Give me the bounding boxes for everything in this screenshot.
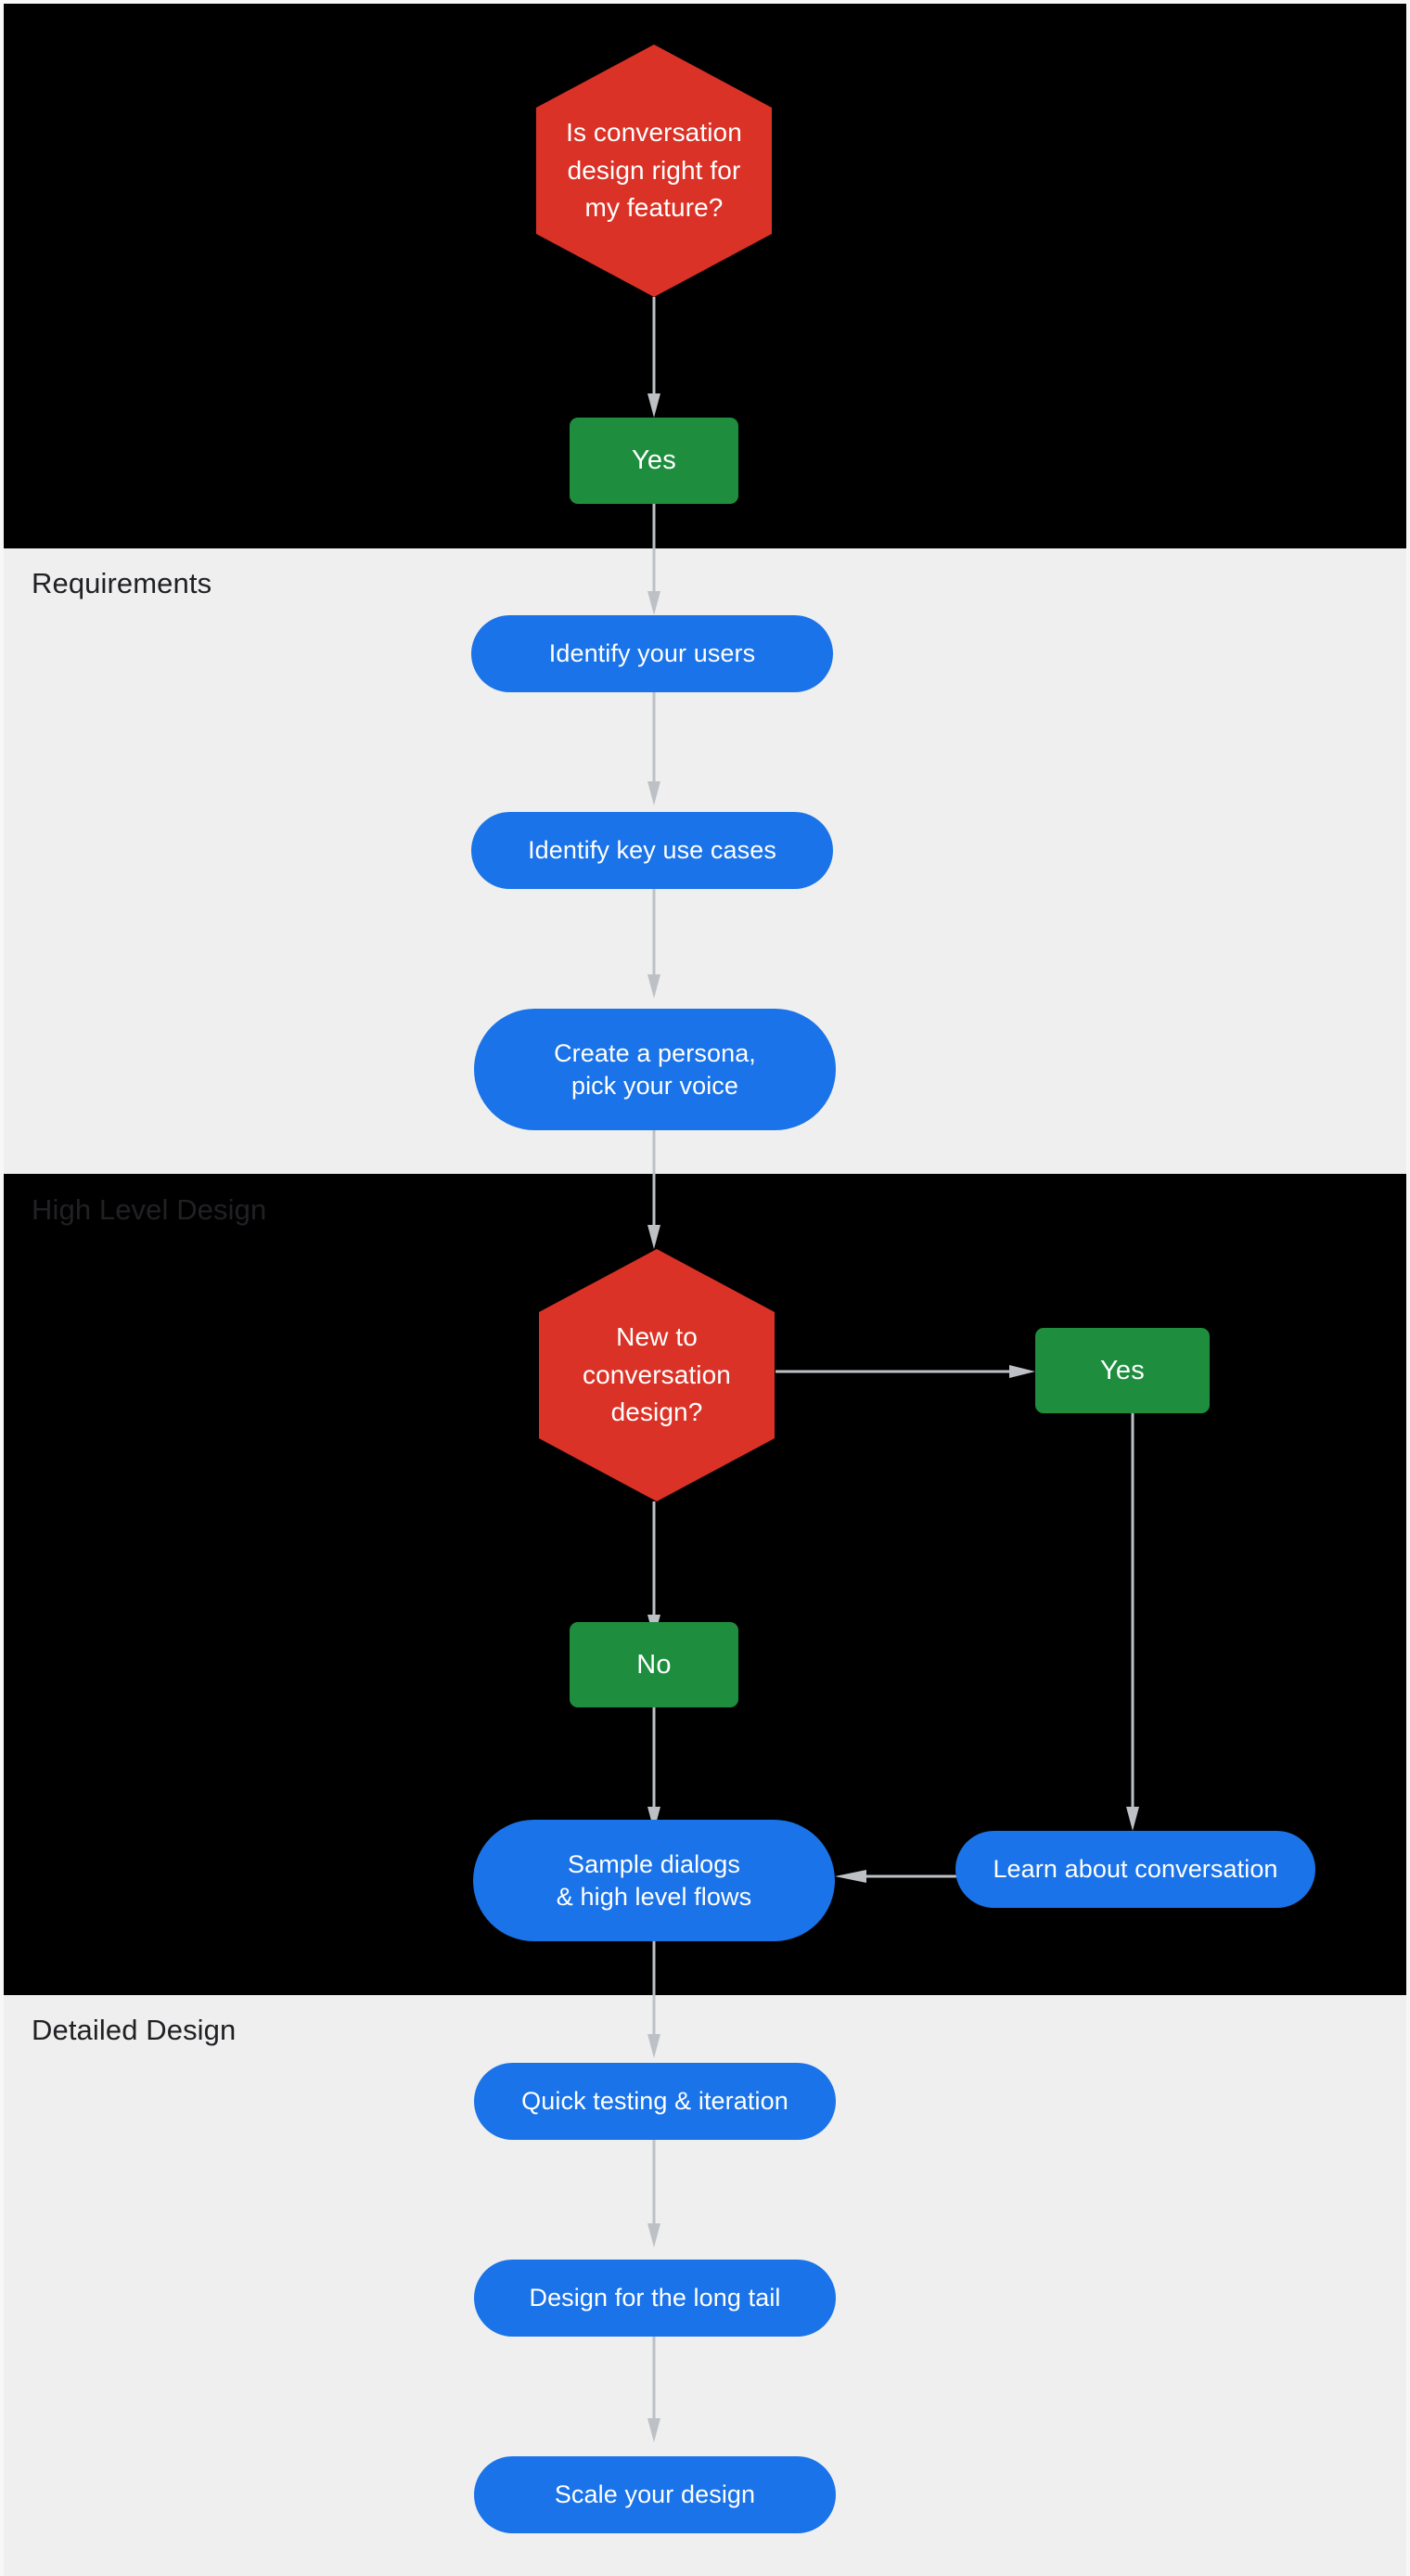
section-title-high-level-design: High Level Design	[32, 1193, 267, 1226]
sample-dialogs-line1: Sample dialogs	[567, 1849, 740, 1878]
edge-identify-users-to-use-cases	[644, 692, 664, 805]
design-long-tail-label: Design for the long tail	[529, 2284, 781, 2312]
answer-yes-1-label: Yes	[632, 445, 676, 476]
decision2-line3: design?	[610, 1397, 703, 1427]
answer-chip-no[interactable]: No	[570, 1622, 738, 1707]
decision-node-new-to-conversation-design[interactable]: New to conversation design?	[539, 1249, 775, 1501]
canvas-edge-bottom	[0, 0, 1410, 4]
process-node-identify-key-use-cases[interactable]: Identify key use cases	[471, 812, 833, 889]
section-title-requirements: Requirements	[32, 567, 212, 599]
scale-your-design-label: Scale your design	[554, 2480, 756, 2509]
answer-chip-yes-2[interactable]: Yes	[1035, 1328, 1210, 1413]
decision1-line3: my feature?	[584, 193, 724, 223]
identify-key-use-cases-label: Identify key use cases	[528, 836, 776, 865]
process-node-create-a-persona-pick-your-voice[interactable]: Create a persona, pick your voice	[474, 1009, 836, 1130]
edge-learn-to-sample-dialogs	[835, 1866, 957, 1887]
edge-long-tail-to-scale-your-design	[644, 2337, 664, 2442]
decision2-line1: New to	[616, 1322, 698, 1352]
canvas-edge-left	[0, 0, 4, 2576]
edge-use-cases-to-create-persona	[644, 889, 664, 998]
answer-yes-2-label: Yes	[1100, 1355, 1145, 1385]
identify-your-users-label: Identify your users	[548, 639, 756, 668]
answer-no-label: No	[636, 1649, 672, 1680]
answer-chip-yes-1[interactable]: Yes	[570, 418, 738, 504]
edge-quick-testing-to-long-tail	[644, 2140, 664, 2248]
edge-create-persona-to-decision2	[644, 1130, 664, 1249]
process-node-sample-dialogs-and-high-level-flows[interactable]: Sample dialogs & high level flows	[473, 1820, 835, 1941]
create-persona-line2: pick your voice	[570, 1071, 739, 1100]
edge-decision1-to-yes1	[644, 297, 664, 418]
edge-decision2-to-no2	[644, 1501, 664, 1639]
decision1-line1: Is conversation	[566, 118, 742, 148]
decision2-line2: conversation	[583, 1359, 731, 1389]
quick-testing-label: Quick testing & iteration	[521, 2087, 788, 2116]
process-node-design-for-the-long-tail[interactable]: Design for the long tail	[474, 2260, 836, 2337]
sample-dialogs-line2: & high level flows	[556, 1882, 752, 1911]
section-title-detailed-design: Detailed Design	[32, 2014, 237, 2046]
edge-decision2-to-yes2	[776, 1361, 1035, 1382]
canvas-edge-right	[1406, 0, 1410, 2576]
process-node-learn-about-conversation[interactable]: Learn about conversation	[955, 1831, 1315, 1908]
process-node-quick-testing-and-iteration[interactable]: Quick testing & iteration	[474, 2063, 836, 2140]
edge-sample-dialogs-to-quick-testing	[644, 1941, 664, 2058]
create-persona-line1: Create a persona,	[554, 1038, 756, 1067]
decision1-line2: design right for	[567, 155, 741, 185]
process-node-identify-your-users[interactable]: Identify your users	[471, 615, 833, 692]
edge-no2-to-sample-dialogs	[644, 1707, 664, 1831]
edge-yes2-to-learn-about-conversation	[1122, 1411, 1143, 1831]
edge-yes1-to-identify-users	[644, 504, 664, 615]
process-node-scale-your-design[interactable]: Scale your design	[474, 2456, 836, 2533]
learn-about-conversation-label: Learn about conversation	[993, 1855, 1278, 1884]
